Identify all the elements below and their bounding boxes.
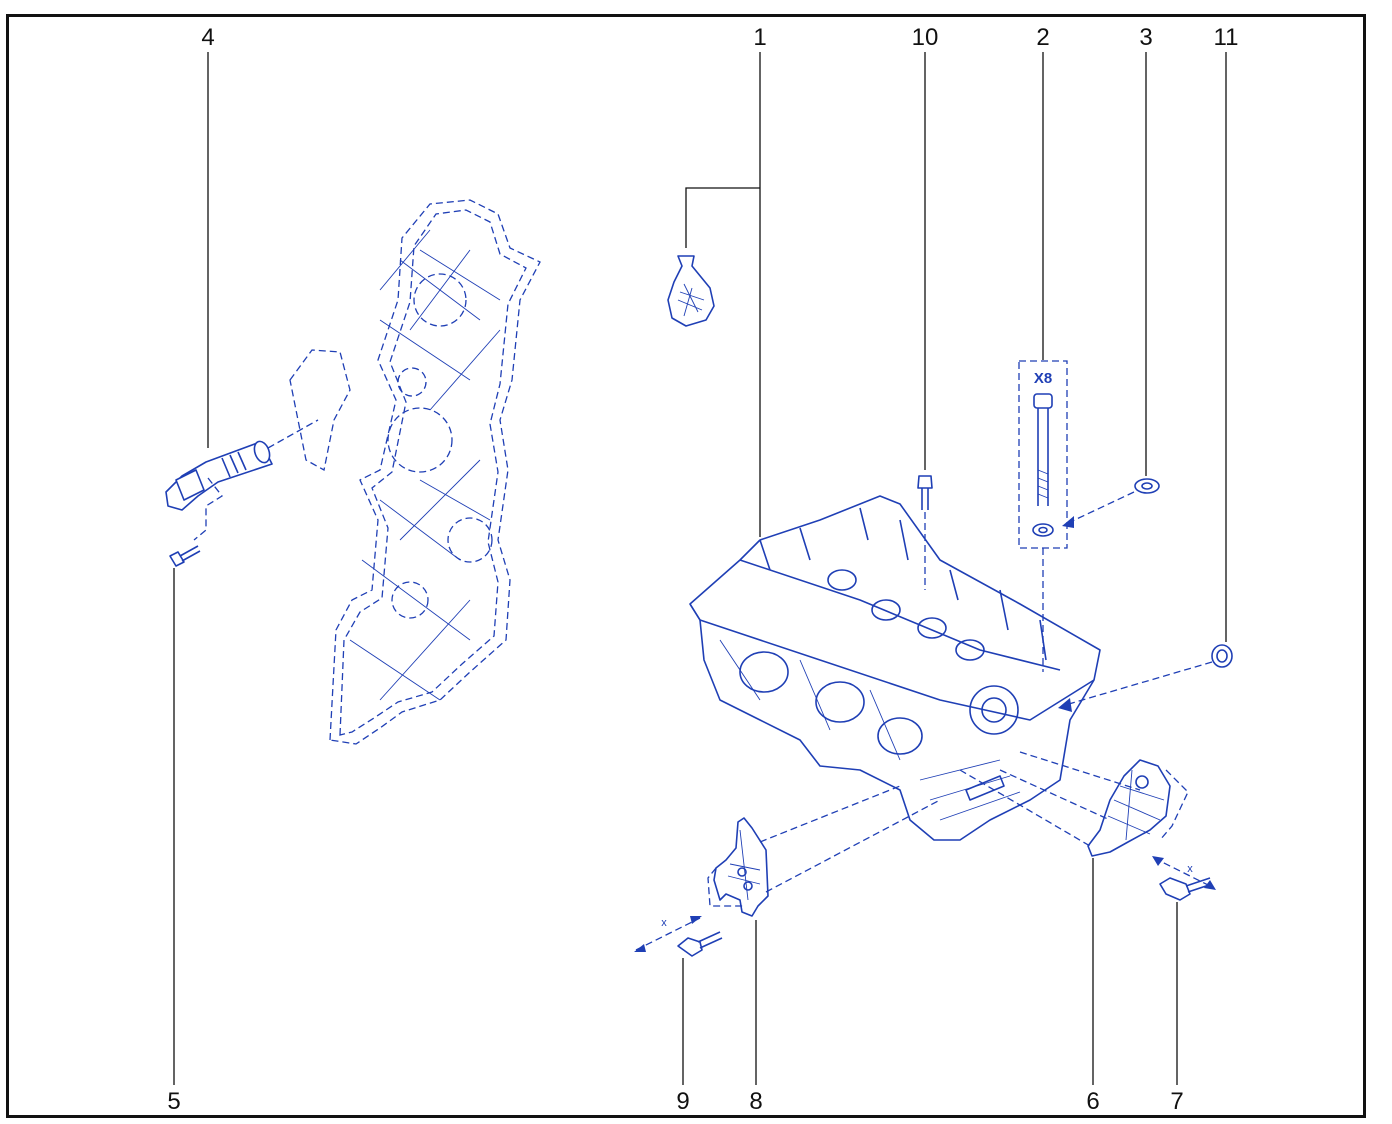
- diagram-frame: [6, 14, 1366, 1118]
- seal-ring-part-11: [1058, 644, 1233, 712]
- callout-6: 6: [1086, 1088, 1100, 1115]
- bolt-part-9: x: [634, 916, 723, 957]
- callout-2: 2: [1036, 24, 1050, 51]
- bracket-part-6: [959, 751, 1189, 857]
- bolt-part-10: [917, 475, 933, 590]
- leader-lines: [173, 52, 1227, 1085]
- callout-11: 11: [1213, 24, 1239, 51]
- cylinder-head: [689, 495, 1101, 841]
- callout-1: 1: [753, 24, 767, 51]
- callout-3: 3: [1139, 24, 1153, 51]
- timing-cover: [289, 199, 541, 745]
- washer-part-3: [1062, 478, 1160, 528]
- bolt-part-7: x: [1152, 856, 1216, 901]
- callout-7: 7: [1170, 1088, 1184, 1115]
- bracket-part-8: [707, 785, 941, 917]
- callout-8: 8: [749, 1088, 763, 1115]
- head-bolt-group: X8: [1018, 360, 1068, 672]
- sealant-flask-icon: [667, 255, 715, 327]
- solenoid-valve: [165, 419, 319, 541]
- quantity-label: X8: [1034, 370, 1052, 387]
- callout-5: 5: [167, 1088, 181, 1115]
- dimension-mark-left: x: [661, 917, 667, 929]
- dimension-mark-right: x: [1187, 863, 1193, 875]
- callout-9: 9: [676, 1088, 690, 1115]
- callout-4: 4: [201, 24, 215, 51]
- callout-10: 10: [911, 24, 939, 51]
- screw-part-5: [169, 545, 201, 567]
